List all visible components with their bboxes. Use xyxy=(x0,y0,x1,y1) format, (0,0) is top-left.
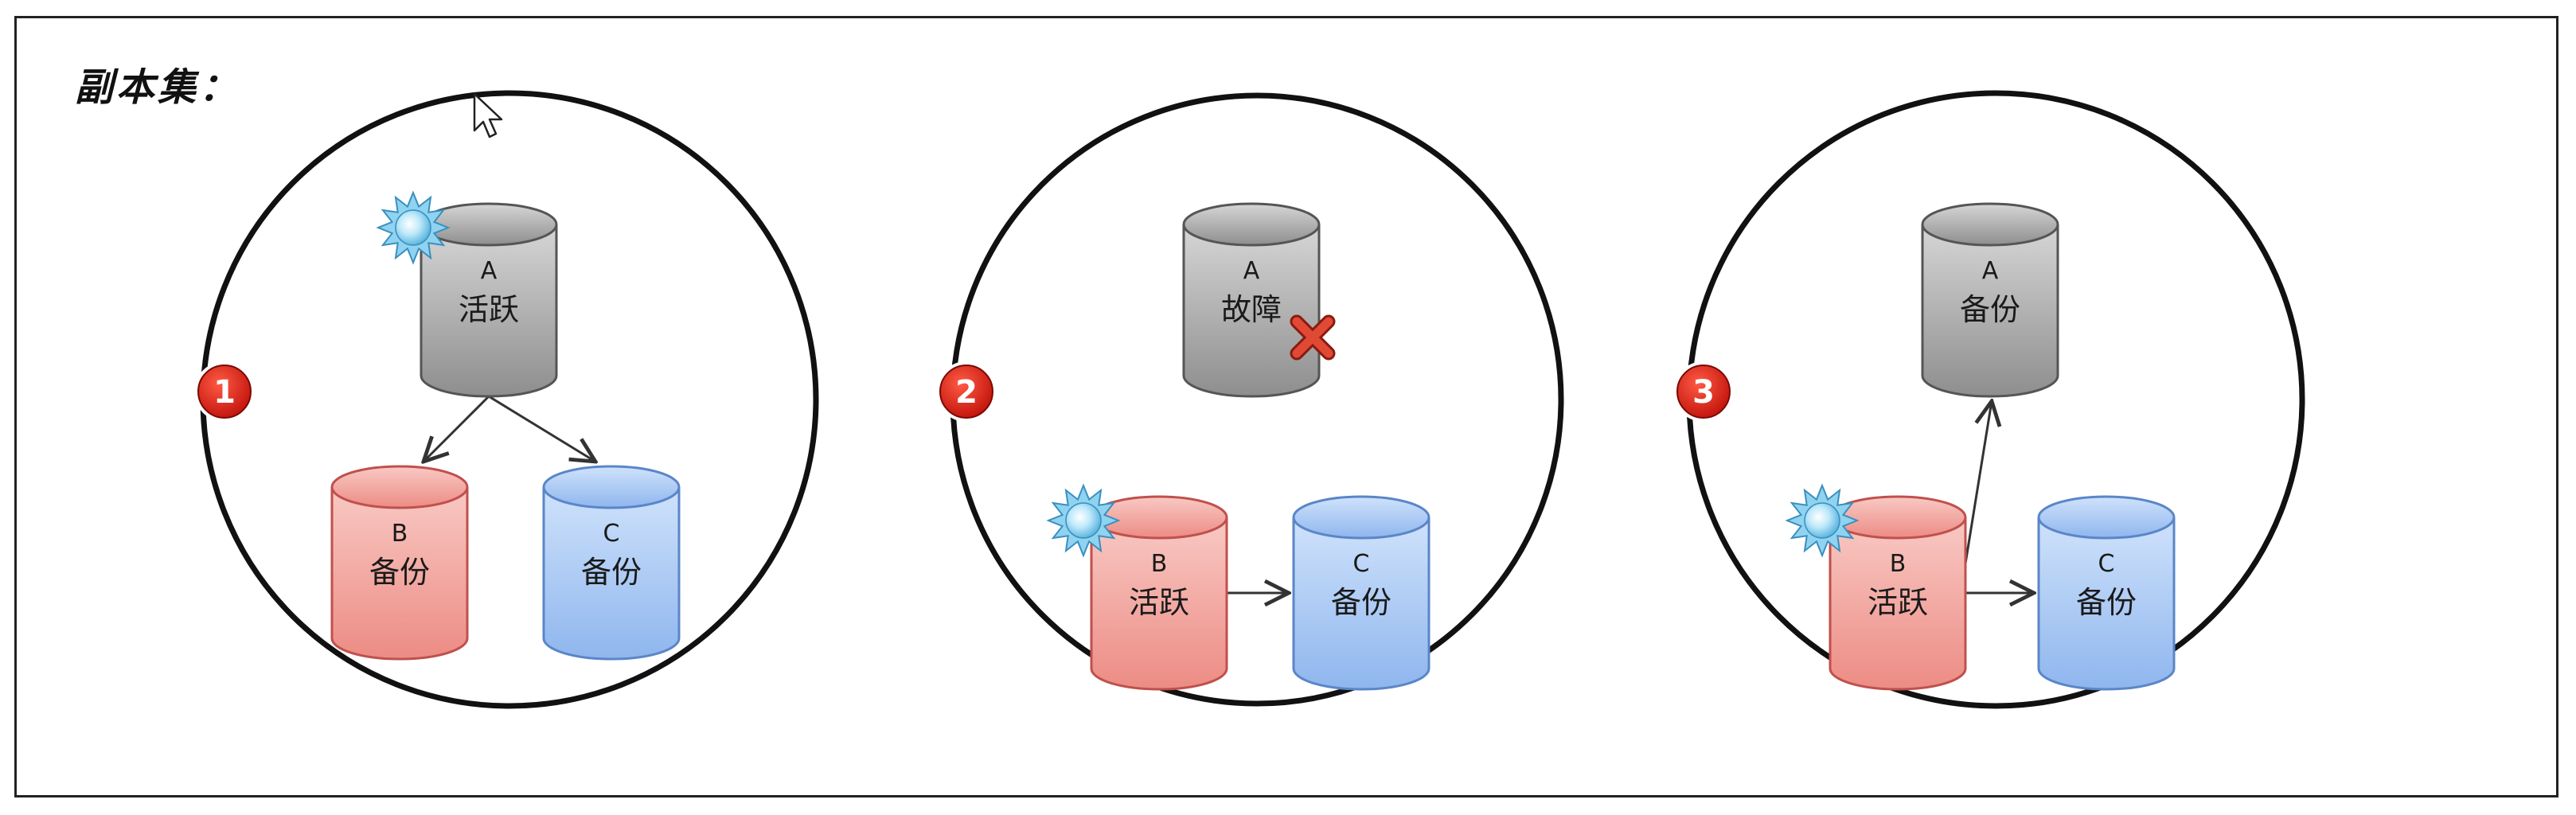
step-number: 3 xyxy=(1692,374,1715,411)
red-x-icon xyxy=(1290,314,1336,361)
db-role-label: 备份 xyxy=(1331,585,1391,620)
diagram-title: 副本集： xyxy=(75,65,241,110)
db-letter: A xyxy=(1243,257,1260,285)
db-role-label: 活跃 xyxy=(459,292,519,327)
database-cylinder-a: A 备份 xyxy=(1921,202,2059,398)
db-role-label: 活跃 xyxy=(1868,585,1928,620)
db-role-label: 故障 xyxy=(1221,292,1282,327)
database-cylinder-a: A 故障 xyxy=(1182,202,1321,398)
db-role-label: 备份 xyxy=(369,555,430,590)
database-cylinder-a: A 活跃 xyxy=(420,202,558,398)
mouse-cursor-icon xyxy=(473,92,503,138)
database-cylinder-b: B 活跃 xyxy=(1090,495,1228,691)
db-letter: C xyxy=(603,520,620,548)
db-letter: B xyxy=(1890,550,1907,578)
db-role-label: 备份 xyxy=(2076,585,2137,620)
database-cylinder-c: C 备份 xyxy=(542,465,681,661)
db-letter: C xyxy=(2098,550,2115,578)
sun-star-icon xyxy=(1046,483,1121,558)
db-letter: A xyxy=(1982,257,1999,285)
db-role-label: 活跃 xyxy=(1129,585,1189,620)
replica-scene-3: A 备份 B 活跃 C 备份 3 xyxy=(1673,90,2305,709)
database-cylinder-b: B 备份 xyxy=(330,465,469,661)
db-letter: B xyxy=(392,520,408,548)
replica-scene-1: A 活跃 B 备份 C 备份 1 xyxy=(194,90,819,709)
db-letter: A xyxy=(481,257,498,285)
step-badge: 3 xyxy=(1673,361,1734,422)
database-cylinder-c: C 备份 xyxy=(1292,495,1430,691)
database-cylinder-c: C 备份 xyxy=(2037,495,2176,691)
step-badge: 1 xyxy=(194,361,255,422)
db-letter: C xyxy=(1353,550,1370,578)
db-role-label: 备份 xyxy=(581,555,642,590)
db-letter: B xyxy=(1151,550,1168,578)
step-number: 2 xyxy=(955,374,978,411)
replica-set-circle xyxy=(200,90,819,709)
step-number: 1 xyxy=(213,374,236,411)
database-cylinder-b: B 活跃 xyxy=(1829,495,1967,691)
replication-arrow xyxy=(488,395,595,462)
replication-arrow xyxy=(423,395,490,462)
replica-set-circle xyxy=(950,92,1564,707)
replica-scene-2: A 故障 B 活跃 C 备份 2 xyxy=(936,92,1564,707)
sun-star-icon xyxy=(376,190,451,265)
replica-set-circle xyxy=(1686,90,2305,709)
step-badge: 2 xyxy=(936,361,997,422)
db-role-label: 备份 xyxy=(1960,292,2020,327)
sun-star-icon xyxy=(1785,483,1860,558)
